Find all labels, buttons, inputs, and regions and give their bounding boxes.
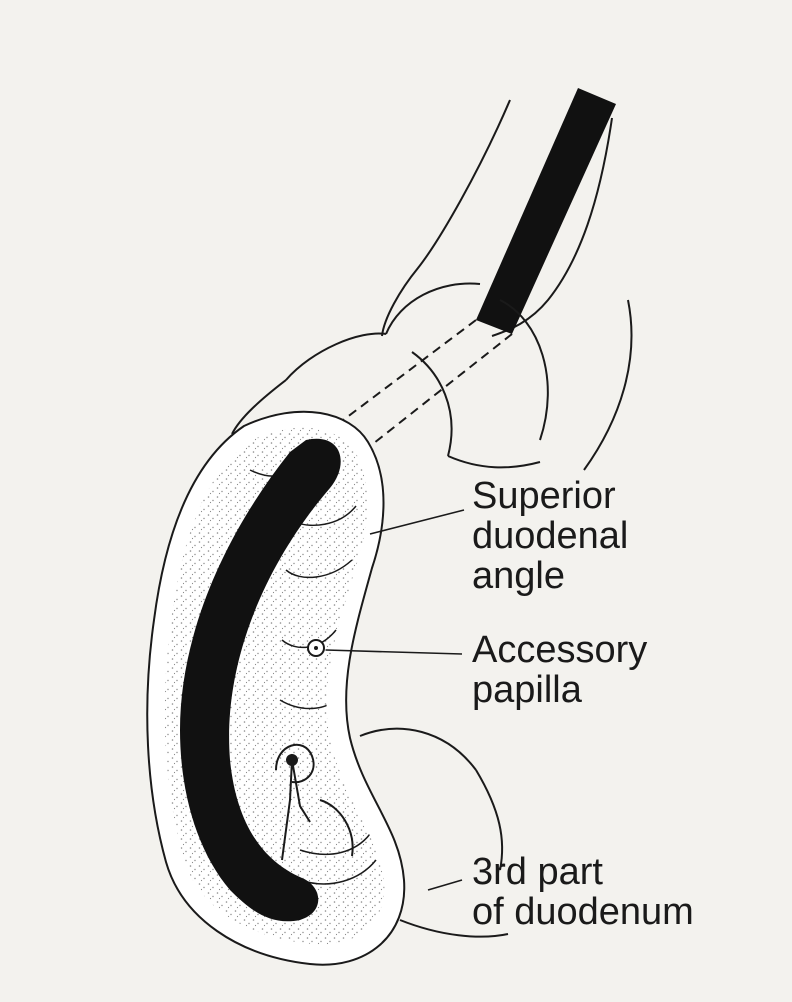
label-superior-duodenal-angle: Superior duodenal angle (472, 476, 628, 596)
leader-third (428, 880, 462, 890)
accessory-papilla (308, 640, 324, 656)
label-superior-line1: Superior (472, 476, 628, 516)
label-accessory-line2: papilla (472, 670, 647, 710)
label-accessory-line1: Accessory (472, 630, 647, 670)
endoscope-shaft-upper (476, 88, 616, 334)
label-third-line2: of duodenum (472, 892, 694, 932)
label-superior-line3: angle (472, 556, 628, 596)
label-accessory-papilla: Accessory papilla (472, 630, 647, 710)
label-superior-line2: duodenal (472, 516, 628, 556)
label-third-line1: 3rd part (472, 852, 694, 892)
label-third-part-of-duodenum: 3rd part of duodenum (472, 852, 694, 932)
